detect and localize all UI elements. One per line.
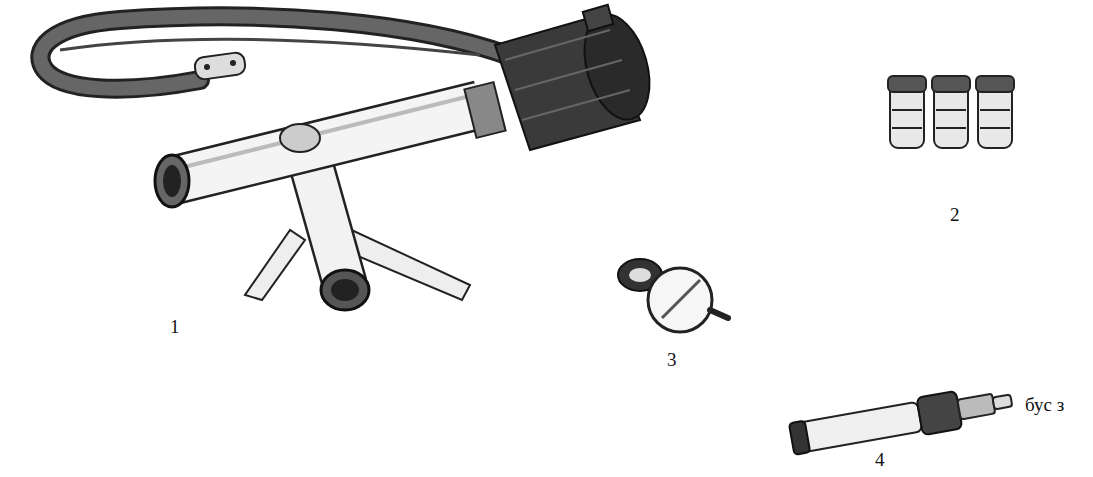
callout-number: 3 [667,350,677,369]
callout-number: 2 [950,205,960,224]
part-label: бус з [1025,395,1064,414]
callout-number: 4 [875,450,885,469]
callout-number: 1 [170,317,180,336]
